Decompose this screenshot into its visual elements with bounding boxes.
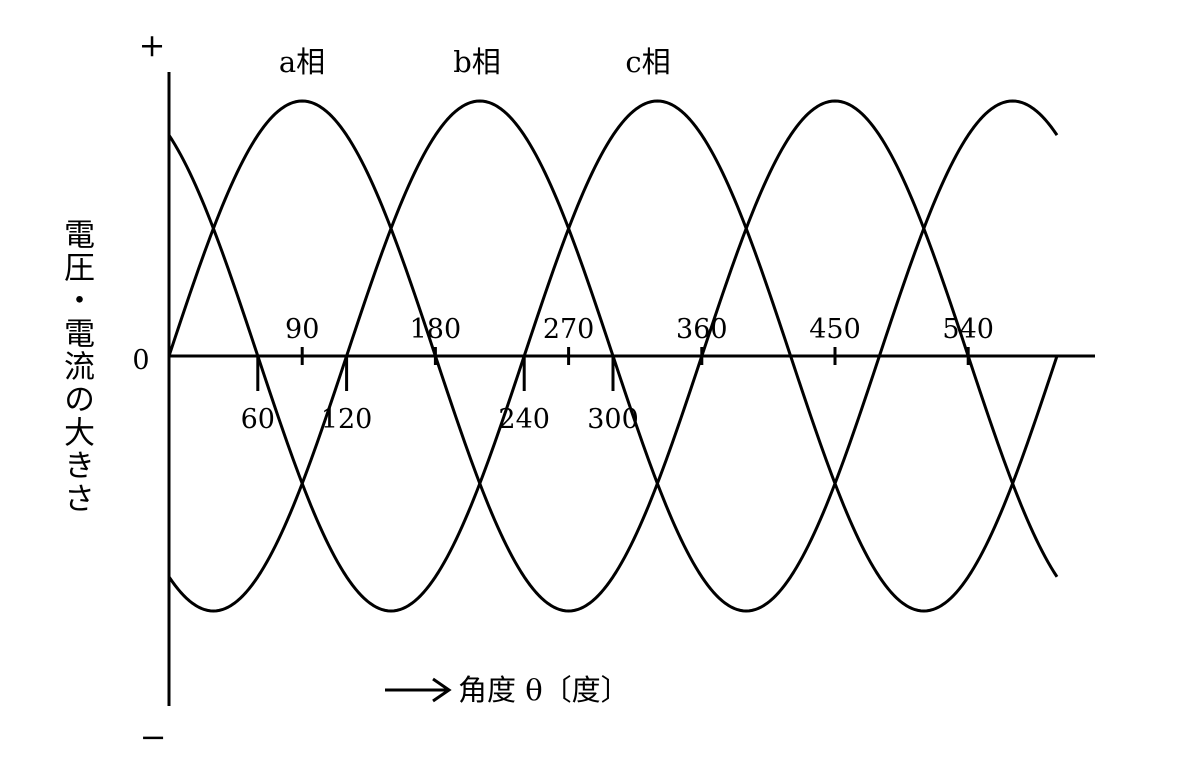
y-axis-label: 電圧・電流の大きさ (58, 218, 94, 515)
tick-label-540: 540 (942, 314, 994, 345)
tick-label-270: 270 (543, 314, 595, 345)
tick-label-90: 90 (285, 314, 319, 345)
tick-label-120: 120 (321, 404, 373, 435)
tick-label-60: 60 (241, 404, 275, 435)
tick-label-360: 360 (676, 314, 728, 345)
phase-label-3: c相 (625, 45, 670, 79)
tick-label-300: 300 (587, 404, 639, 435)
x-axis-label: 角度 θ〔度〕 (458, 673, 630, 707)
y-plus-label: + (139, 26, 166, 64)
series-line-3 (167, 99, 1059, 613)
x-label-arrow-head (432, 677, 452, 703)
tick-label-180: 180 (410, 314, 462, 345)
x-ticks (256, 347, 970, 391)
phase-labels: a相 b相 c相 (279, 45, 671, 79)
phase-label-1: a相 (279, 45, 325, 79)
origin-label: 0 (132, 345, 149, 376)
x-tick-labels: 90 180 270 360 450 540 60 120 240 300 (241, 314, 994, 435)
tick-label-450: 450 (809, 314, 861, 345)
series-line-1 (167, 99, 1059, 613)
phase-label-2: b相 (453, 45, 501, 79)
x-axis-label-group: 角度 θ〔度〕 (385, 673, 630, 707)
y-minus-label: − (140, 718, 167, 756)
tick-label-240: 240 (498, 404, 550, 435)
